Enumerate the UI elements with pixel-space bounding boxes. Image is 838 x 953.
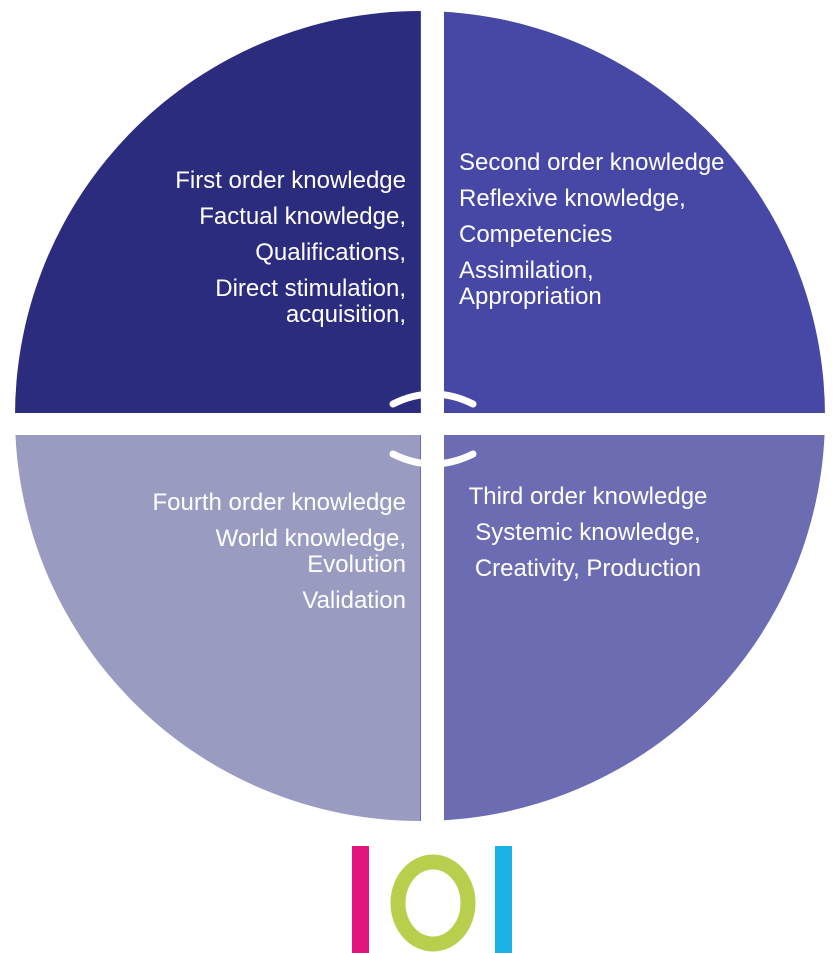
logo-pink-bar [352,846,369,953]
second-order-line: Assimilation, Appropriation [459,257,602,310]
horizontal-divider [0,413,838,435]
quadrant-fourth-order [15,416,420,821]
quadrant-fourth-order-text: Fourth order knowledge World knowledge, … [126,490,406,624]
quadrant-first-order-text: First order knowledge Factual knowledge,… [126,168,406,338]
first-order-title: First order knowledge [175,167,406,194]
quadrant-second-order [420,11,825,416]
first-order-line: Qualifications, [255,239,406,266]
fourth-order-title: Fourth order knowledge [152,489,406,516]
first-order-line: Factual knowledge, [199,203,406,230]
fourth-order-line: Validation [302,587,406,614]
quadrant-second-order-text: Second order knowledge Reflexive knowled… [459,150,739,320]
third-order-title: Third order knowledge [468,483,708,510]
center-arc-top [389,390,477,408]
center-arc-bottom [389,450,477,468]
first-order-line: Direct stimulation, acquisition, [215,275,406,328]
quadrant-first-order [15,11,420,416]
third-order-line: Creativity, Production [474,555,702,582]
quadrant-third-order-text: Third order knowledge Systemic knowledge… [458,484,718,592]
second-order-line: Reflexive knowledge, [459,185,686,212]
fourth-order-line: World knowledge, Evolution [215,525,406,578]
logo-green-ring [390,854,476,952]
logo-blue-bar [495,846,512,953]
second-order-line: Competencies [459,221,613,248]
iol-logo [352,846,512,953]
third-order-line: Systemic knowledge, [475,519,701,546]
second-order-title: Second order knowledge [459,149,725,176]
quadrant-third-order [420,416,825,821]
